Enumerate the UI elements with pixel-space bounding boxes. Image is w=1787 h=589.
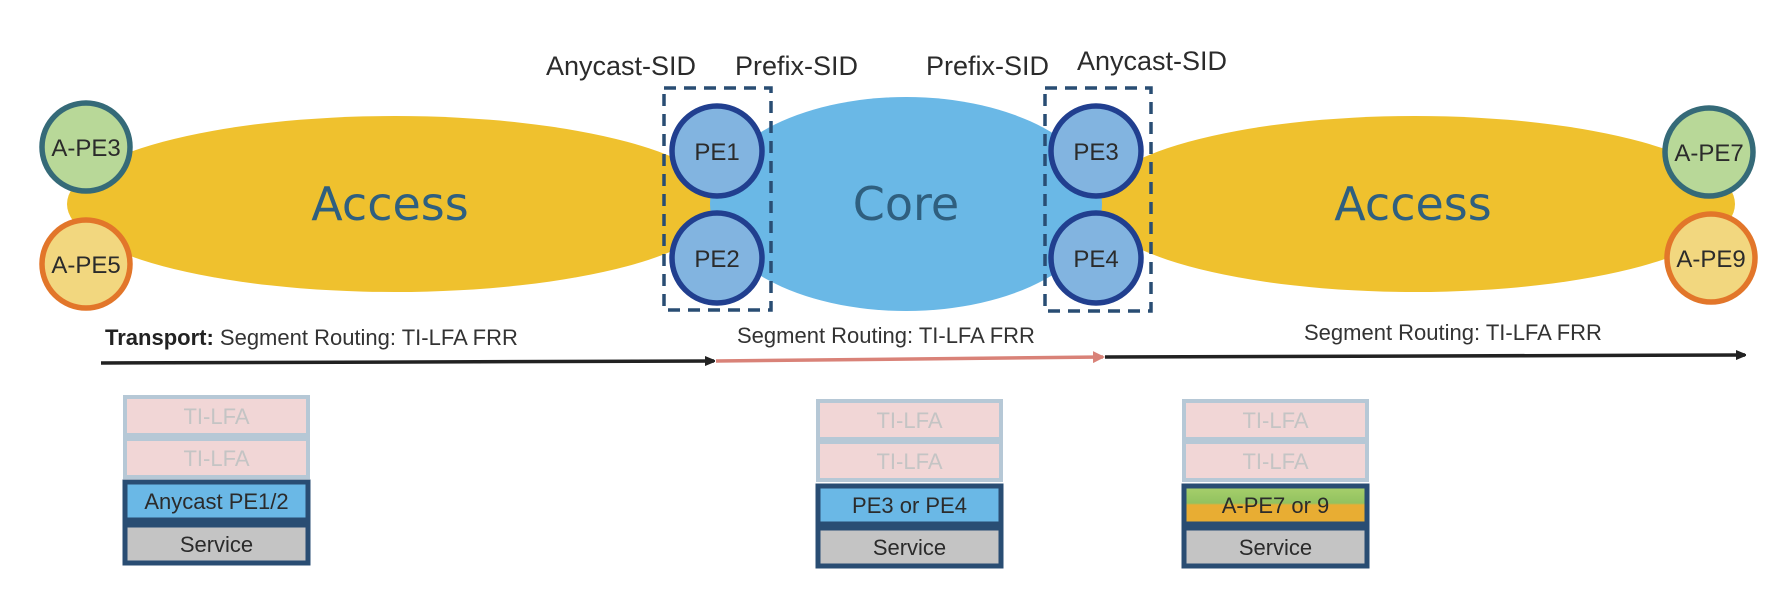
access-region-left [67, 116, 723, 292]
access-left-label: Access [311, 177, 468, 231]
router-icon [669, 103, 765, 199]
tilfa-label-box [816, 399, 1003, 441]
service-label-text: Service [180, 532, 253, 557]
core-region [710, 97, 1102, 311]
node-a-pe9[interactable]: A-PE9 [1664, 211, 1758, 305]
anycast-group-right-box [1043, 86, 1153, 313]
path-arrow-access-right [1104, 355, 1745, 357]
router-icon [39, 217, 133, 311]
tilfa-label-text: TI-LFA [1242, 408, 1308, 433]
anycast-group-left-box [662, 86, 773, 312]
tilfa-label-box [123, 437, 310, 479]
node-label: PE1 [694, 139, 739, 166]
prefix-sid-label-left: Prefix-SID [735, 51, 858, 81]
destination-label-box [1181, 483, 1370, 527]
anycast-sid-label-right: Anycast-SID [1077, 46, 1227, 76]
node-label: PE2 [694, 246, 739, 273]
transport-label-right: Segment Routing: TI-LFA FRR [1304, 320, 1602, 345]
access-region-right [1095, 116, 1735, 292]
node-pe3[interactable]: PE3 [1048, 103, 1144, 199]
node-a-pe5[interactable]: A-PE5 [39, 217, 133, 311]
destination-label-box [122, 479, 311, 523]
node-label: PE3 [1073, 139, 1118, 166]
node-a-pe7[interactable]: A-PE7 [1662, 105, 1756, 199]
router-icon [1662, 105, 1756, 199]
destination-label-box [815, 483, 1004, 527]
router-icon [1048, 210, 1144, 306]
destination-label-text: Anycast PE1/2 [144, 489, 288, 514]
tilfa-label-text: TI-LFA [876, 449, 942, 474]
node-label: A-PE3 [51, 135, 120, 162]
router-icon [669, 210, 765, 306]
prefix-sid-label-right: Prefix-SID [926, 51, 1049, 81]
node-label: PE4 [1073, 246, 1118, 273]
tilfa-label-text: TI-LFA [876, 408, 942, 433]
router-icon [1048, 103, 1144, 199]
router-icon [39, 100, 133, 194]
service-label-text: Service [873, 535, 946, 560]
core-label: Core [853, 177, 959, 231]
transport-left-text: Segment Routing: TI-LFA FRR [214, 325, 518, 350]
access-right-label: Access [1334, 177, 1491, 231]
destination-label-text: A-PE7 or 9 [1222, 493, 1330, 518]
tilfa-label-box [816, 440, 1003, 482]
node-pe1[interactable]: PE1 [669, 103, 765, 199]
service-label-box [1181, 525, 1370, 569]
service-label-box [122, 522, 311, 566]
node-label: A-PE9 [1676, 246, 1745, 273]
tilfa-label-box [123, 395, 310, 437]
path-arrow-core [715, 351, 1105, 364]
service-label-text: Service [1239, 535, 1312, 560]
tilfa-label-text: TI-LFA [183, 404, 249, 429]
tilfa-label-box [1182, 440, 1369, 482]
node-label: A-PE5 [51, 252, 120, 279]
destination-label-text: PE3 or PE4 [852, 493, 967, 518]
path-arrow-access-left [100, 361, 714, 363]
transport-label-middle: Segment Routing: TI-LFA FRR [737, 323, 1035, 348]
label-stack-right: TI-LFA TI-LFA A-PE7 or 9 Service [1181, 399, 1370, 569]
tilfa-label-box [1182, 399, 1369, 441]
router-icon [1664, 211, 1758, 305]
anycast-sid-label-left: Anycast-SID [546, 51, 696, 81]
node-label: A-PE7 [1674, 140, 1743, 167]
transport-label-left: Transport: Segment Routing: TI-LFA FRR [105, 325, 518, 350]
node-pe4[interactable]: PE4 [1048, 210, 1144, 306]
tilfa-label-text: TI-LFA [1242, 449, 1308, 474]
node-pe2[interactable]: PE2 [669, 210, 765, 306]
service-label-box [815, 525, 1004, 569]
tilfa-label-text: TI-LFA [183, 446, 249, 471]
transport-bold-label: Transport: [105, 325, 214, 350]
node-a-pe3[interactable]: A-PE3 [39, 100, 133, 194]
